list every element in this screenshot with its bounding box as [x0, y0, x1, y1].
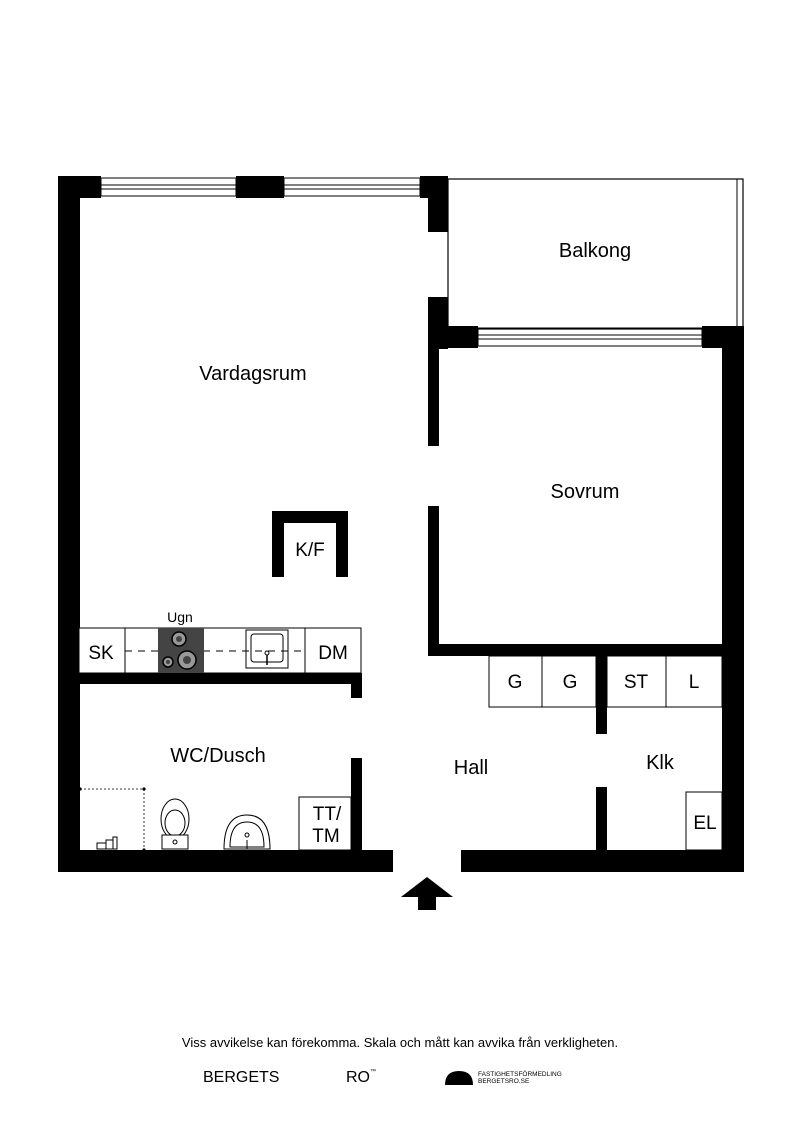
brand-tagline-line2: BERGETSRO.SE	[478, 1078, 530, 1085]
brand-name-right-text: RO	[346, 1069, 370, 1086]
fridge-freezer-box	[272, 511, 348, 577]
fixture-label-ugn: Ugn	[167, 609, 193, 625]
room-label-wc-dusch: WC/Dusch	[170, 745, 266, 767]
kitchen-sink-icon	[245, 629, 289, 669]
fixture-label-kf: K/F	[295, 540, 325, 561]
storage-units	[298, 655, 723, 851]
shower-area	[80, 788, 145, 850]
toilet-icon	[160, 798, 190, 850]
fixture-label-el: EL	[693, 813, 716, 834]
washbasin-icon	[223, 814, 271, 850]
room-label-vardagsrum: Vardagsrum	[199, 363, 306, 385]
floor-plan: Balkong Vardagsrum Sovrum WC/Dusch Hall …	[58, 176, 744, 910]
fixture-label-sk: SK	[88, 643, 114, 664]
fixture-label-l: L	[689, 672, 700, 693]
fixture-label-g1: G	[508, 672, 523, 693]
disclaimer-text: Viss avvikelse kan förekomma. Skala och …	[181, 1035, 619, 1050]
brand-tagline: FASTIGHETSFÖRMEDLING BERGETSRO.SE	[478, 1071, 562, 1085]
fixture-label-tm: TM	[312, 826, 339, 847]
brand-trademark: ™	[370, 1069, 376, 1075]
room-label-sovrum: Sovrum	[551, 481, 620, 503]
kitchen-counter	[78, 627, 362, 674]
brand-logo-icon	[445, 1071, 473, 1085]
brand-name-right: RO™	[346, 1069, 376, 1087]
brand-name-left: BERGETS	[203, 1069, 280, 1086]
balcony-outline	[447, 178, 744, 330]
windows	[100, 177, 703, 347]
walls	[58, 176, 744, 872]
shower-tap-icon	[96, 836, 118, 850]
fixture-label-tt: TT/	[313, 804, 342, 825]
room-label-balkong: Balkong	[559, 240, 631, 262]
room-label-klk: Klk	[646, 752, 675, 774]
stove-icon	[158, 628, 204, 673]
brand-tagline-line1: FASTIGHETSFÖRMEDLING	[478, 1071, 562, 1078]
fixture-label-st: ST	[624, 672, 649, 693]
fixture-label-dm: DM	[318, 643, 348, 664]
room-label-hall: Hall	[454, 757, 488, 779]
fixture-label-g2: G	[563, 672, 578, 693]
entrance-arrow-icon	[401, 877, 453, 910]
